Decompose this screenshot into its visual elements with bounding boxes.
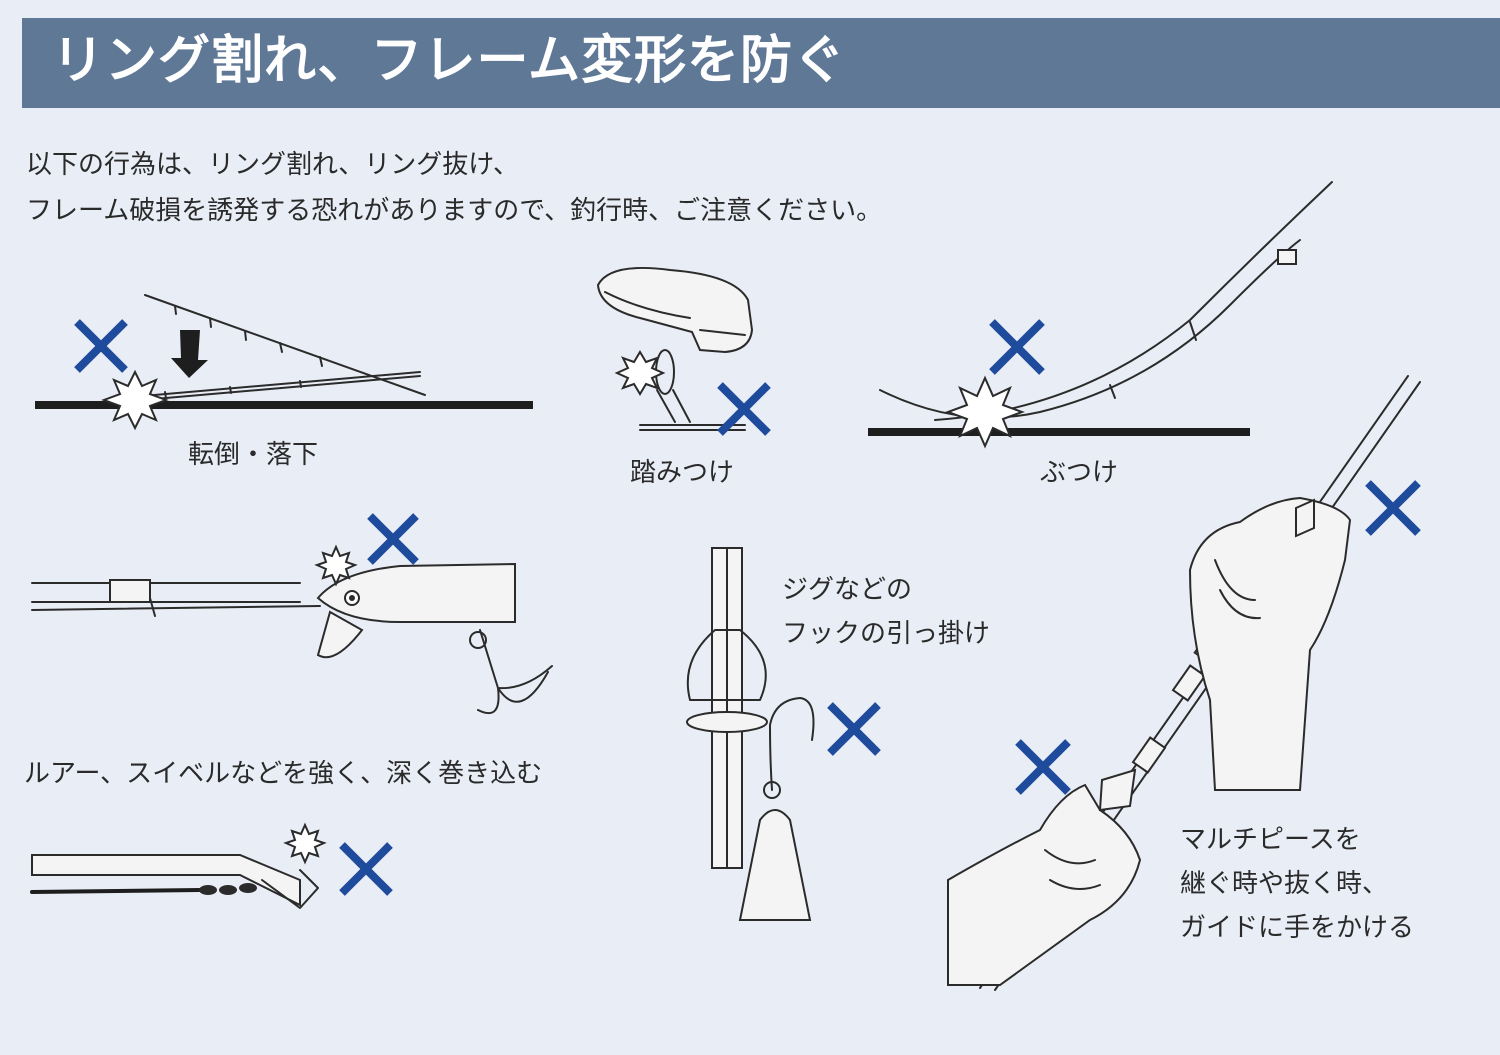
- label-lure: ルアー、スイベルなどを強く、深く巻き込む: [24, 759, 543, 789]
- impact-burst-icon: [101, 369, 169, 431]
- label-jig-line-1: ジグなどの: [782, 575, 913, 605]
- label-jig-line-2: フックの引っ掛け: [782, 619, 991, 649]
- label-hit: ぶつけ: [1040, 458, 1119, 488]
- illustration-fall: [35, 294, 533, 431]
- illustration-swivel: [30, 822, 393, 909]
- intro-text: 以下の行為は、リング割れ、リング抜け、 フレーム破損を誘発する恐れがありますので…: [26, 142, 882, 234]
- illustration-step: [596, 266, 771, 436]
- label-fall: 転倒・落下: [188, 440, 319, 470]
- label-jig: ジグなどの フックの引っ掛け: [782, 568, 990, 656]
- arrow-down-icon: [171, 330, 208, 378]
- intro-line-1: 以下の行為は、リング割れ、リング抜け、: [26, 150, 519, 180]
- illustration-jig: [686, 547, 881, 921]
- prohibited-x-icon: [74, 319, 128, 373]
- label-multipiece-line-2: 継ぐ時や抜く時、: [1180, 869, 1389, 899]
- illustration-hit: [868, 181, 1333, 449]
- label-multipiece: マルチピースを 継ぐ時や抜く時、 ガイドに手をかける: [1180, 818, 1414, 950]
- intro-line-2: フレーム破損を誘発する恐れがありますので、釣行時、ご注意ください。: [26, 196, 883, 226]
- label-multipiece-line-3: ガイドに手をかける: [1180, 913, 1415, 943]
- illustration-multipiece: [947, 375, 1421, 991]
- illustration-lure: [31, 513, 553, 715]
- label-multipiece-line-1: マルチピースを: [1180, 825, 1361, 855]
- label-step: 踏みつけ: [630, 458, 735, 488]
- page-title: リング割れ、フレーム変形を防ぐ: [52, 31, 846, 91]
- header-bar: リング割れ、フレーム変形を防ぐ: [22, 18, 1500, 108]
